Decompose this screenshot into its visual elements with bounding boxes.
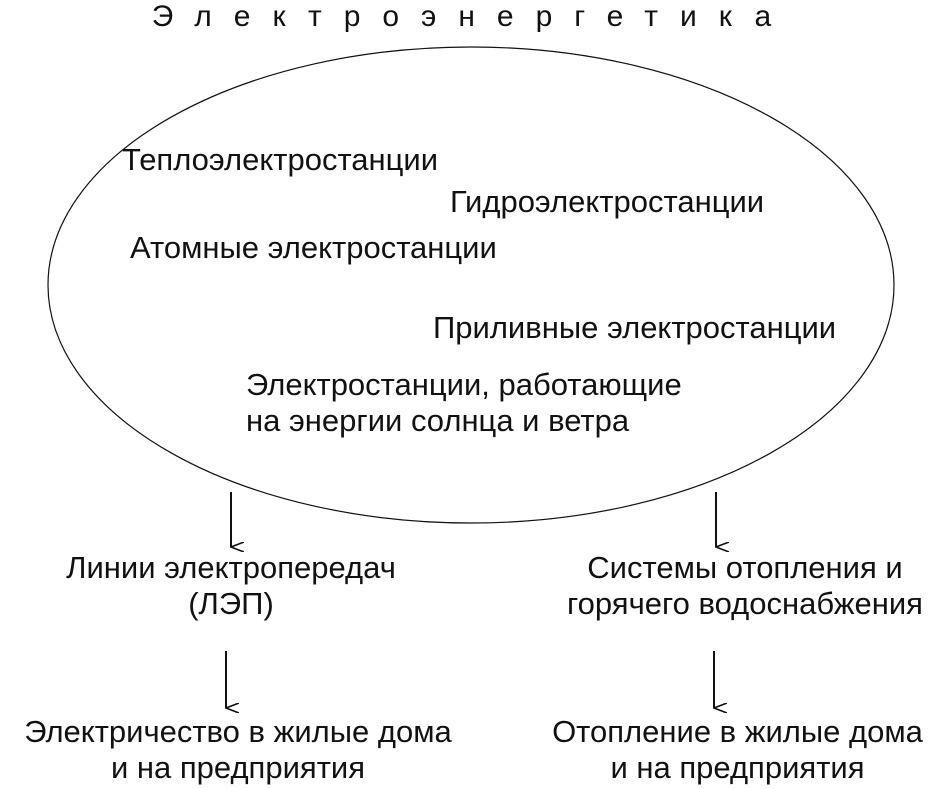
nuclear-plants-label: Атомные электростанции [130,230,497,265]
tidal-plants-label: Приливные электростанции [433,310,837,345]
power-plants-ellipse [47,46,895,524]
heating-result-line-2: и на предприятия [610,750,865,785]
transmission-line-2: (ЛЭП) [188,586,274,621]
diagram-title: Электроэнергетика [151,0,794,33]
solar-wind-plants-label: Электростанции, работающие на энергии со… [246,367,682,439]
electricity-result-label: Электричество в жилые дома и на предприя… [0,714,476,786]
heating-line-1: Системы отопления и [587,550,903,585]
heating-systems-label: Системы отопления и горячего водоснабжен… [545,550,945,622]
solar-wind-line-2: на энергии солнца и ветра [246,403,630,438]
thermal-plants-label: Теплоэлектростанции [122,142,439,177]
heating-result-line-1: Отопление в жилые дома [552,714,923,749]
hydro-plants-label: Гидроэлектростанции [450,184,765,219]
electricity-result-line-2: и на предприятия [110,750,365,785]
transmission-lines-label: Линии электропередач (ЛЭП) [16,550,446,622]
electricity-result-line-1: Электричество в жилые дома [24,714,452,749]
heating-result-label: Отопление в жилые дома и на предприятия [530,714,945,786]
transmission-line-1: Линии электропередач [66,550,396,585]
heating-line-2: горячего водоснабжения [567,586,923,621]
solar-wind-line-1: Электростанции, работающие [246,367,682,402]
